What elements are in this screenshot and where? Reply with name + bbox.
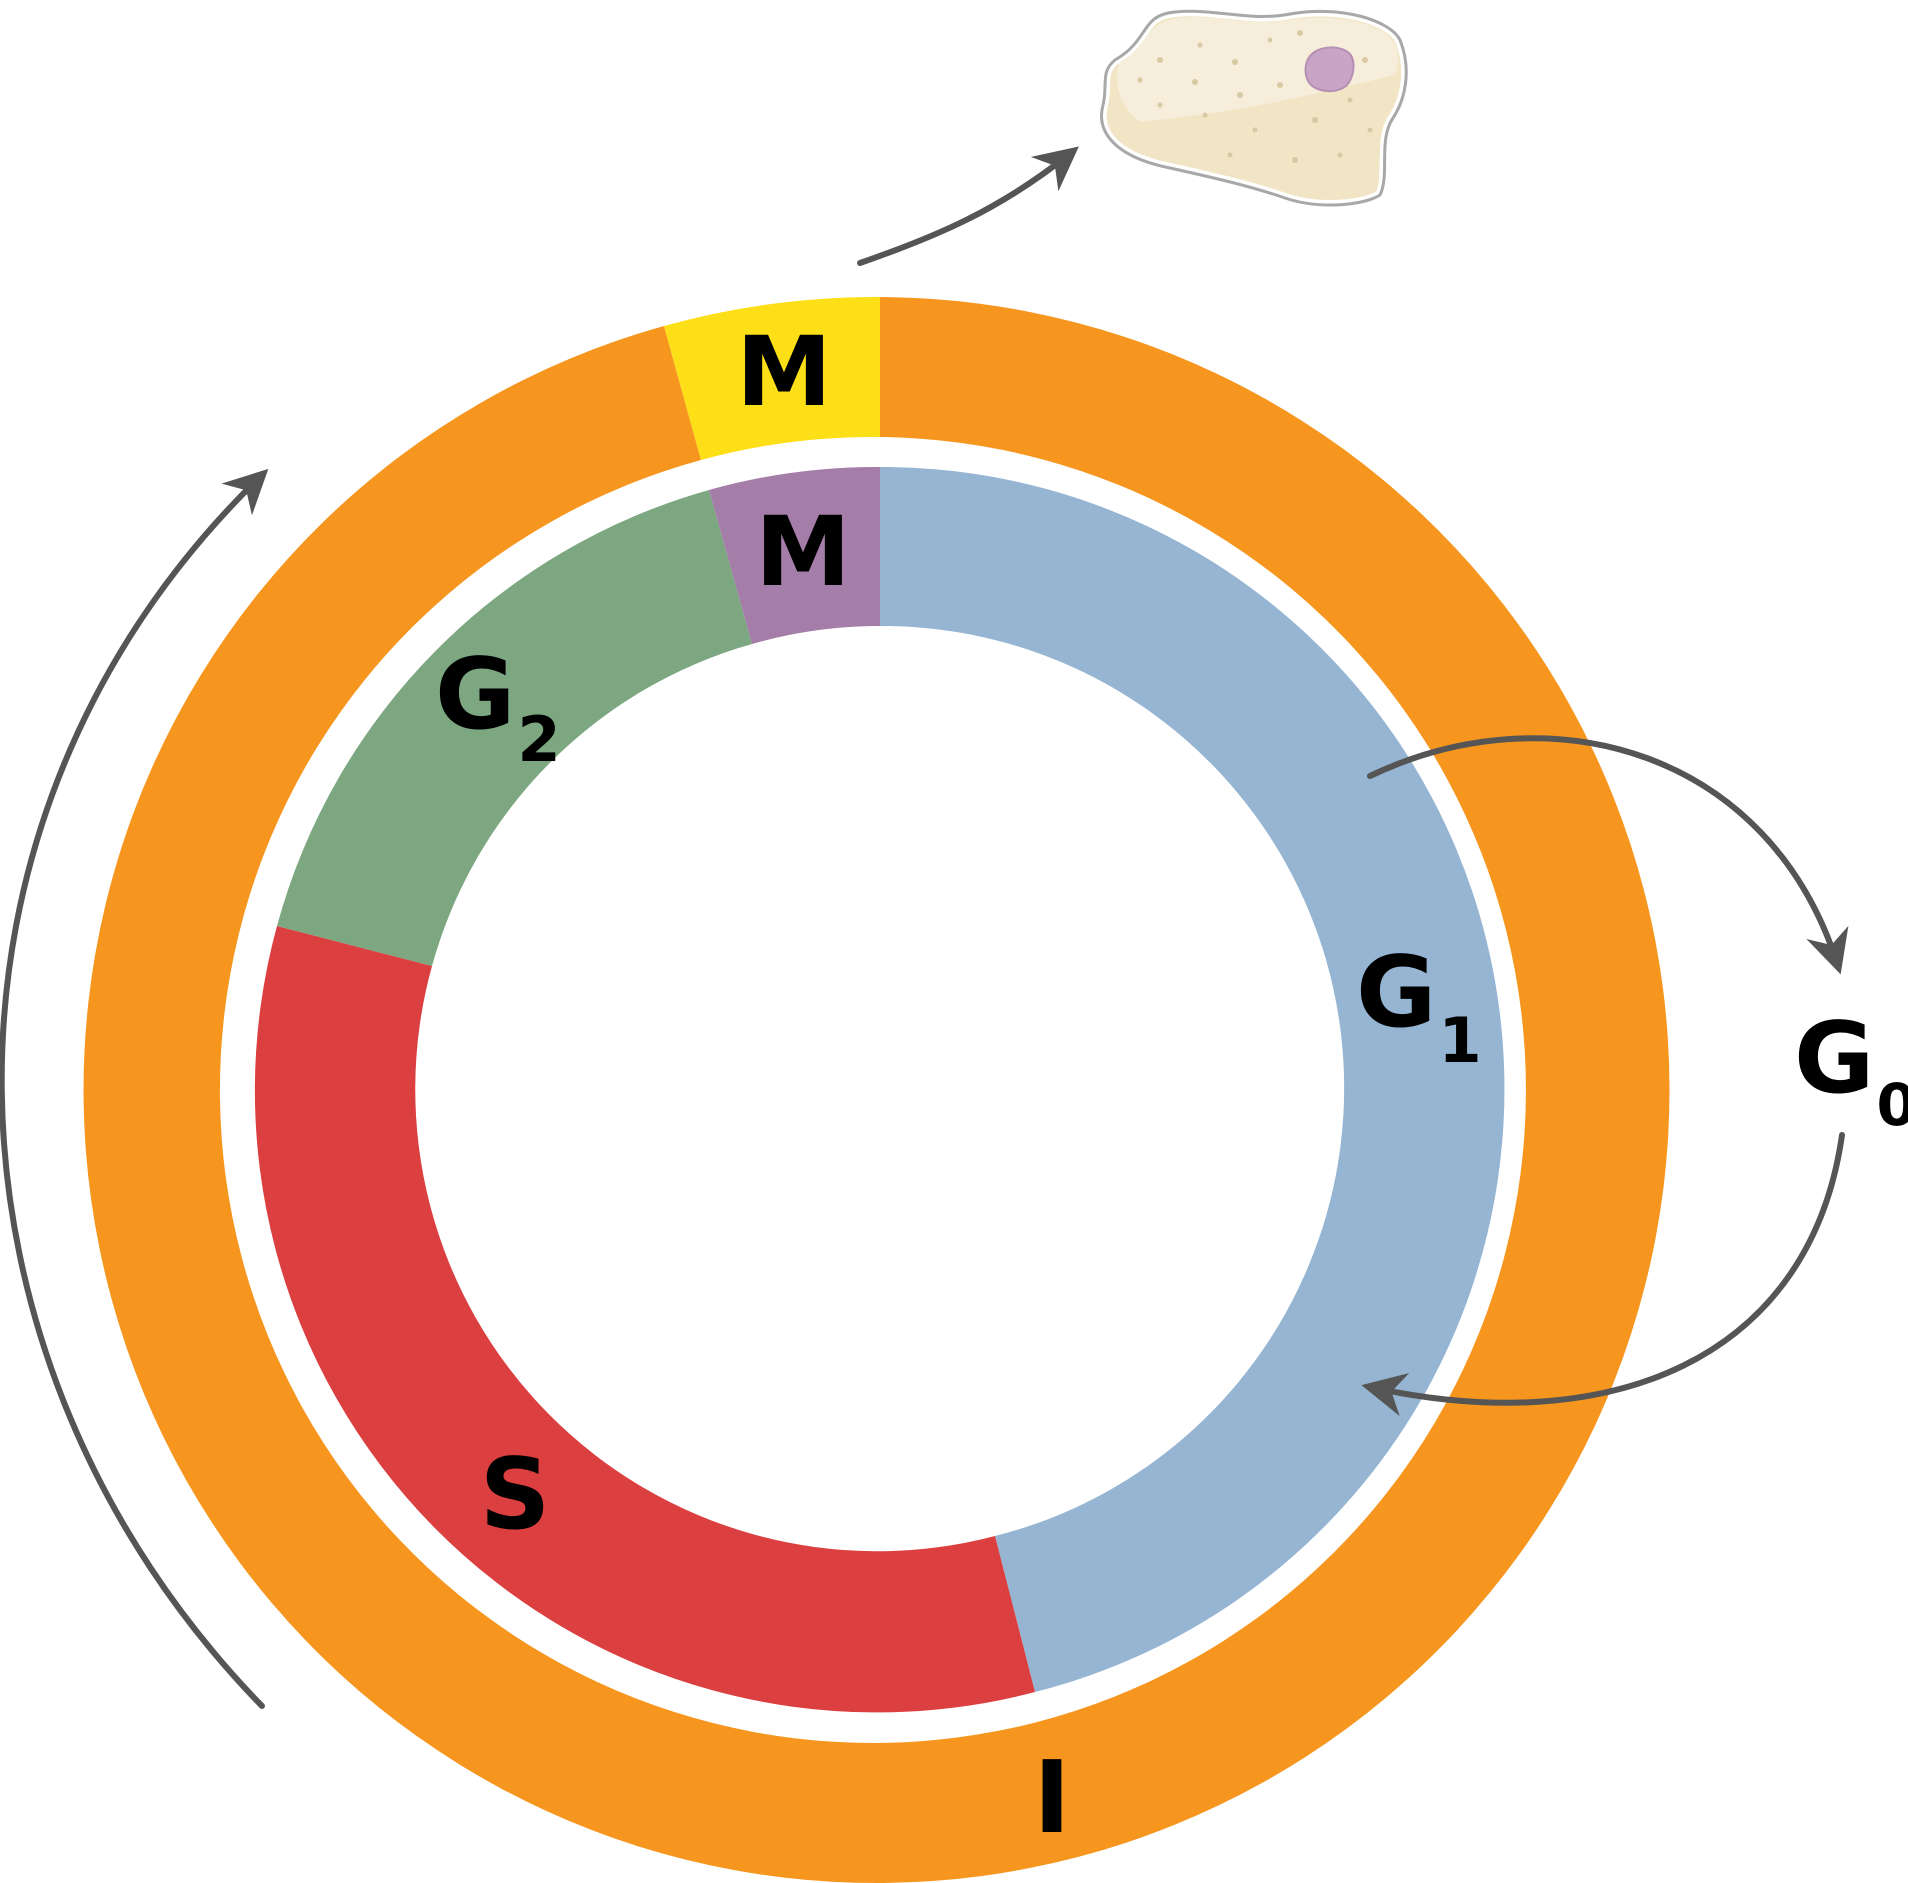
outer-m-label: M [736, 316, 832, 428]
interphase-label: I [1033, 1739, 1070, 1856]
g1-label: G1 [1356, 936, 1482, 1077]
labels: M M G2 G1 S I G0 [435, 316, 1908, 1856]
g2-label: G2 [435, 638, 561, 776]
cell-highlight [1116, 17, 1399, 122]
outer-ring [83, 296, 1670, 1883]
return-from-g0-arrow [1361, 1132, 1845, 1417]
cell-illustration [1096, 6, 1412, 210]
inner-ring-g1-segment [880, 466, 1505, 1693]
g0-label: G0 [1794, 1002, 1908, 1139]
inner-ring-m-segment [709, 466, 880, 644]
inner-ring [254, 466, 1505, 1713]
arrows [0, 146, 1849, 1709]
inner-ring-g2-segment [277, 490, 752, 966]
inner-ring-s-segment [254, 926, 1036, 1713]
cell-nucleus [1304, 46, 1355, 92]
inner-m-label: M [755, 496, 851, 608]
cell-outline [1100, 9, 1408, 207]
s-label: S [480, 1438, 551, 1552]
enter-g0-arrow [1367, 735, 1849, 975]
outer-ring-mitosis-segment [664, 296, 880, 460]
exit-to-cell-arrow [857, 146, 1079, 266]
cycle-progression-arrow [0, 468, 269, 1709]
